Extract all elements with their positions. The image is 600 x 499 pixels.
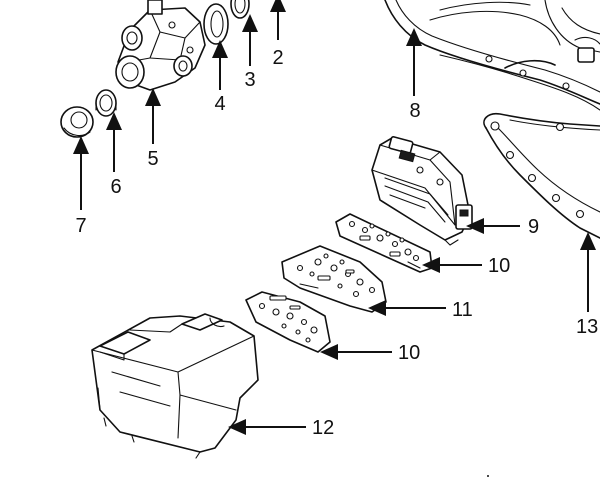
callout-12: 12 — [312, 417, 334, 439]
callout-8: 8 — [409, 100, 420, 122]
callout-10-lower: 10 — [398, 342, 420, 364]
leader-arrows — [73, 0, 596, 435]
stray-dot — [487, 475, 489, 477]
part-5-pump-housing — [115, 0, 206, 91]
part-4-seal-ring — [203, 3, 229, 45]
part-12-valve-body — [91, 313, 259, 459]
callout-11: 11 — [452, 299, 473, 321]
callout-3: 3 — [244, 69, 255, 91]
callout-labels: 2 3 4 5 6 7 8 9 10 11 10 12 13 — [75, 47, 598, 439]
callout-4: 4 — [214, 93, 225, 115]
callout-6: 6 — [110, 176, 121, 198]
callout-7: 7 — [75, 215, 86, 237]
callout-13: 13 — [576, 316, 598, 338]
part-11-separator-plate — [281, 245, 387, 313]
callout-5: 5 — [147, 148, 158, 170]
part-10-lower-gasket — [245, 291, 331, 353]
part-7-washer — [60, 106, 94, 138]
part-3-o-ring — [230, 0, 250, 19]
part-6-bushing — [95, 89, 117, 117]
callout-9: 9 — [528, 216, 539, 238]
part-9-solenoid-block — [371, 136, 473, 246]
callout-2: 2 — [272, 47, 283, 69]
callout-10-upper: 10 — [488, 255, 510, 277]
part-13-valve-body-cover — [483, 112, 600, 239]
part-8-transmission-case — [384, 0, 600, 111]
